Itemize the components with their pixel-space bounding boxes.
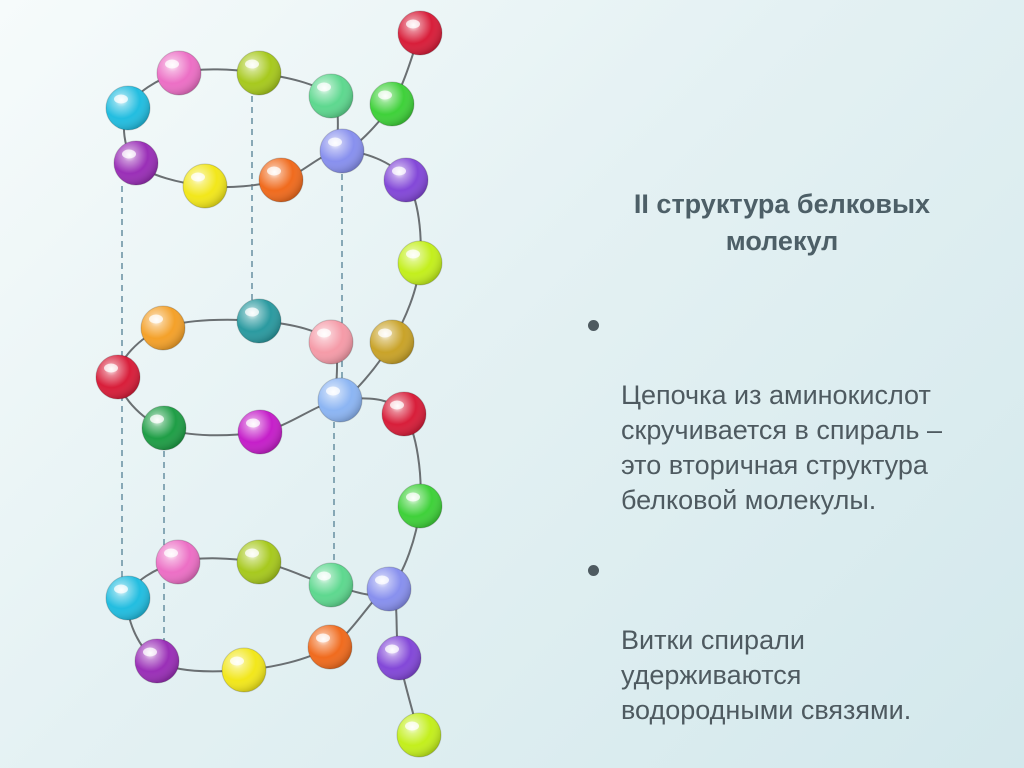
amino-acid-bead: [308, 319, 354, 365]
amino-acid-bead: [113, 140, 159, 186]
amino-acid-bead: [381, 391, 427, 437]
amino-acid-bead: [134, 638, 180, 684]
amino-acid-bead: [383, 157, 429, 203]
amino-acid-bead: [236, 298, 282, 344]
amino-acid-bead: [396, 712, 442, 758]
bullet-dot-icon: [588, 565, 599, 576]
protein-helix-diagram: [95, 10, 443, 758]
amino-acid-bead: [141, 405, 187, 451]
amino-acid-bead: [140, 305, 186, 351]
amino-acid-bead: [319, 128, 365, 174]
amino-acid-beads: [95, 10, 443, 758]
amino-acid-bead: [156, 50, 202, 96]
amino-acid-bead: [236, 50, 282, 96]
amino-acid-bead: [308, 73, 354, 119]
amino-acid-bead: [182, 163, 228, 209]
amino-acid-bead: [237, 409, 283, 455]
amino-acid-bead: [155, 539, 201, 585]
bullet-item: Цепочка из аминокислот скручивается в сп…: [586, 308, 1016, 518]
amino-acid-bead: [397, 483, 443, 529]
bullet-dot-icon: [588, 320, 599, 331]
amino-acid-bead: [369, 81, 415, 127]
amino-acid-bead: [308, 562, 354, 608]
amino-acid-bead: [95, 354, 141, 400]
hydrogen-bonds: [121, 96, 343, 661]
amino-acid-bead: [317, 377, 363, 423]
bullet-item: Витки спирали удерживаются водородными с…: [586, 553, 1016, 728]
bullet-list: Цепочка из аминокислот скручивается в сп…: [586, 308, 1016, 728]
amino-acid-bead: [221, 647, 267, 693]
amino-acid-bead: [258, 157, 304, 203]
amino-acid-bead: [397, 240, 443, 286]
bullet-text: Цепочка из аминокислот скручивается в сп…: [621, 380, 942, 515]
bullet-text: Витки спирали удерживаются водородными с…: [621, 625, 912, 725]
amino-acid-bead: [369, 319, 415, 365]
amino-acid-bead: [366, 566, 412, 612]
amino-acid-bead: [236, 539, 282, 585]
amino-acid-bead: [376, 635, 422, 681]
slide-title: II структура белковых молекул: [633, 189, 931, 256]
amino-acid-bead: [105, 575, 151, 621]
amino-acid-bead: [307, 624, 353, 670]
amino-acid-bead: [397, 10, 443, 56]
amino-acid-bead: [105, 85, 151, 131]
